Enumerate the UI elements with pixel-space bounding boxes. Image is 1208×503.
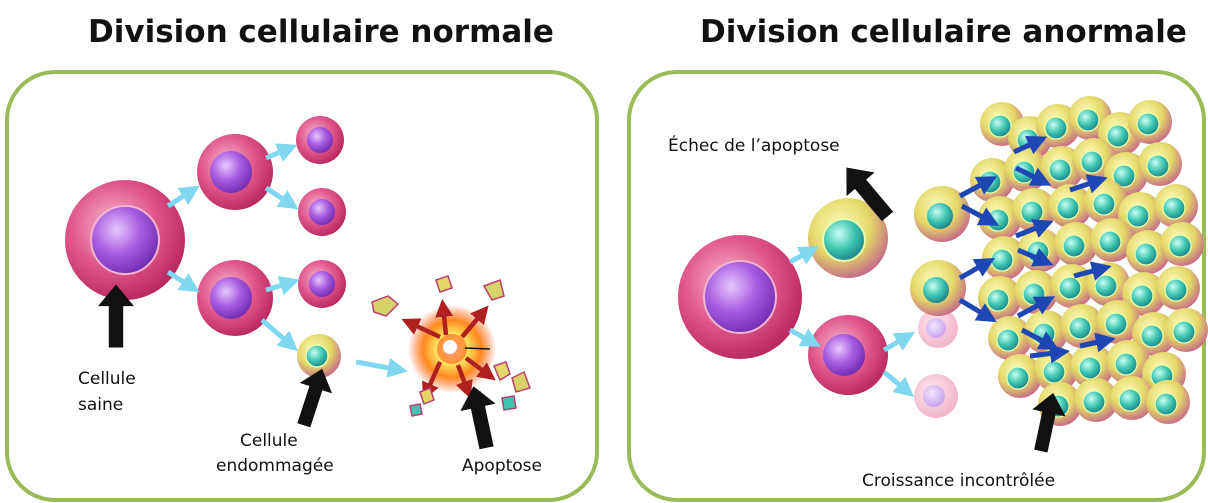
pale-cell <box>918 308 958 348</box>
label-apoptosis: Apoptose <box>462 456 542 476</box>
label-healthy-cell-2: saine <box>78 395 123 415</box>
fragment-arrows <box>401 298 496 401</box>
healthy-cell-small <box>296 116 344 164</box>
division-arrow <box>1029 343 1070 364</box>
division-arrow <box>1014 165 1052 186</box>
tumor-cell <box>1128 100 1172 144</box>
healthy-cell-small <box>298 188 346 236</box>
tumor-cell <box>1126 230 1170 274</box>
healthy-cell-large <box>678 235 802 359</box>
division-arrow <box>1012 135 1048 155</box>
tumor-cell <box>1106 340 1150 384</box>
tumor-cell <box>1090 218 1134 262</box>
division-arrows-dark <box>958 135 1116 364</box>
mutated-cell <box>914 186 970 242</box>
division-arrow <box>1020 327 1060 350</box>
damaged-cell <box>297 334 341 378</box>
healthy-cell-large <box>65 180 185 300</box>
division-arrows-normal <box>166 143 408 378</box>
tumor-cell <box>1060 304 1104 348</box>
tumor-cell <box>1070 344 1114 388</box>
tumor-cell <box>988 316 1032 360</box>
mutated-cell <box>910 260 966 316</box>
division-arrow <box>1073 261 1112 281</box>
division-arrow <box>1079 332 1116 353</box>
tumor-cell <box>1074 378 1118 422</box>
tumor-cell <box>1132 312 1176 356</box>
tumor-cell <box>1156 266 1200 310</box>
healthy-cell-top <box>197 134 273 210</box>
tumor-cell <box>1160 222 1204 266</box>
division-arrow <box>1017 247 1054 267</box>
label-uncontrolled-growth: Croissance incontrôlée <box>862 471 1055 491</box>
tumor-cell <box>1054 222 1098 266</box>
division-arrow <box>1016 296 1056 319</box>
panel-title-normal: Division cellulaire normale <box>88 14 554 50</box>
healthy-cell-medium <box>808 315 888 395</box>
healthy-cell-bottom <box>197 260 273 336</box>
tumor-cluster <box>970 96 1208 426</box>
tumor-cell <box>1154 184 1198 228</box>
tumor-cell <box>1146 380 1190 424</box>
division-arrow <box>958 297 997 323</box>
tumor-cell <box>1118 192 1162 236</box>
tumor-cell <box>1110 376 1154 420</box>
tumor-cell <box>1122 272 1166 316</box>
division-arrow <box>1069 174 1108 194</box>
tumor-cell <box>1048 184 1092 228</box>
pale-cell <box>914 374 958 418</box>
panel-title-abnormal: Division cellulaire anormale <box>700 14 1187 50</box>
tumor-cell <box>1138 142 1182 186</box>
division-arrow <box>958 176 998 199</box>
label-damaged-cell-2: endommagée <box>216 456 334 476</box>
mutated-cell-large <box>808 198 888 278</box>
division-arrows-light <box>788 246 915 398</box>
label-healthy-cell-1: Cellule <box>78 369 136 389</box>
apoptosis-burst <box>408 305 496 393</box>
tumor-cell <box>998 354 1042 398</box>
label-damaged-cell-1: Cellule <box>240 431 298 451</box>
tumor-cell <box>1164 308 1208 352</box>
healthy-cell-small <box>298 260 346 308</box>
division-arrow <box>960 203 1000 226</box>
division-arrow <box>958 258 995 281</box>
label-apoptosis-failure: Échec de l’apoptose <box>668 134 840 156</box>
division-arrow <box>1015 219 1054 239</box>
